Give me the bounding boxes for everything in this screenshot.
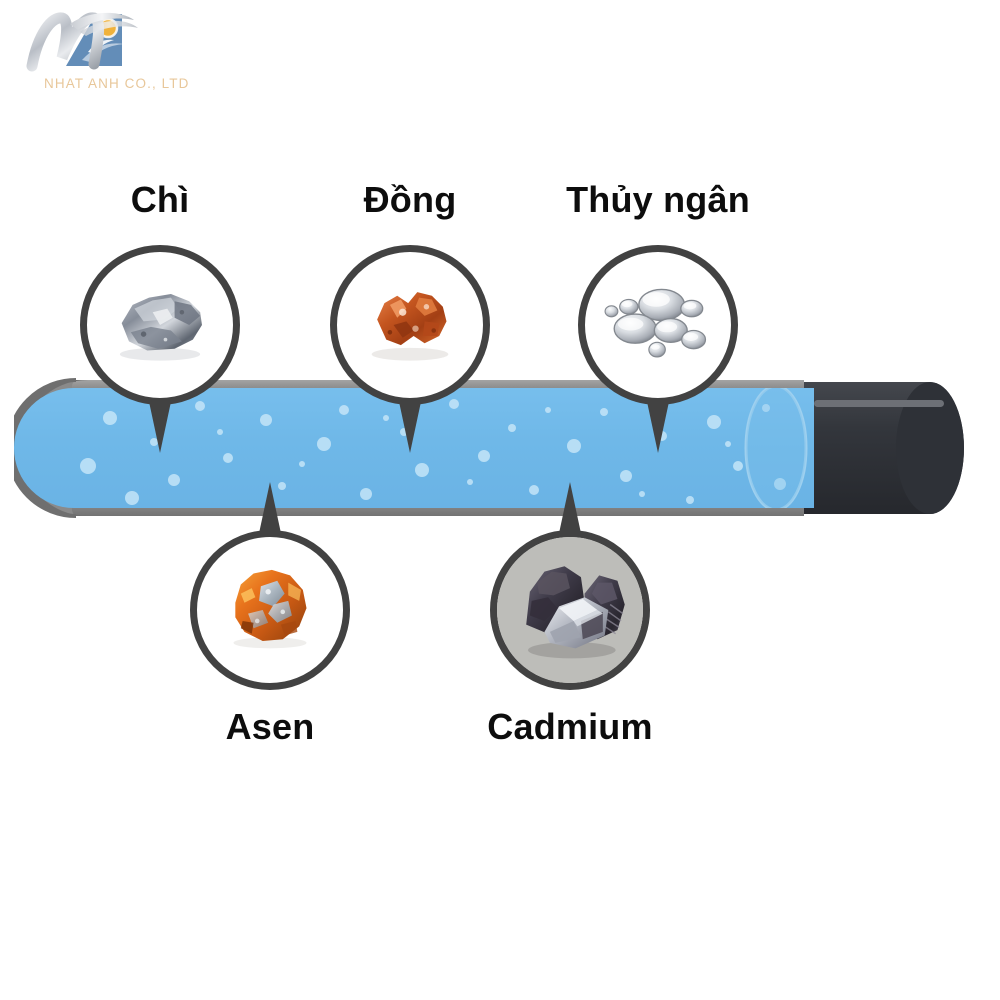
- lead-ore-sample-icon: [119, 293, 202, 361]
- callout-pointer-dong: [398, 397, 422, 453]
- callout-bubble-cadmium: [490, 530, 650, 690]
- callout-bubble-chi: [80, 245, 240, 405]
- company-logo: NHAT ANH CO., LTD: [18, 8, 238, 104]
- callout-label-asen: Asen: [225, 706, 315, 747]
- copper-nugget-sample-icon: [371, 292, 449, 361]
- callout-pointer-cadmium: [558, 482, 582, 538]
- callout-bubble-asen: [190, 530, 350, 690]
- nhat-anh-logo-icon: [26, 12, 138, 72]
- callout-bubble-dong: [330, 245, 490, 405]
- callout-pointer-chi: [148, 397, 172, 453]
- callout-pointer-asen: [258, 482, 282, 538]
- callout-label-chi: Chì: [130, 179, 190, 220]
- callout-label-dong: Đồng: [363, 179, 457, 220]
- callout-label-thuy-ngan: Thủy ngân: [566, 179, 750, 220]
- company-name-text: NHAT ANH CO., LTD: [44, 76, 190, 91]
- pipe-highlight-stripe: [814, 400, 944, 407]
- cadmium-crystal-sample-icon: [497, 537, 643, 683]
- callout-bubble-thuy-ngan: [578, 245, 738, 405]
- arsenic-mineral-sample-icon: [233, 569, 307, 649]
- callout-label-cadmium: Cadmium: [487, 706, 653, 747]
- callout-pointer-thuy-ngan: [646, 397, 670, 453]
- mercury-droplets-sample-icon: [604, 288, 707, 358]
